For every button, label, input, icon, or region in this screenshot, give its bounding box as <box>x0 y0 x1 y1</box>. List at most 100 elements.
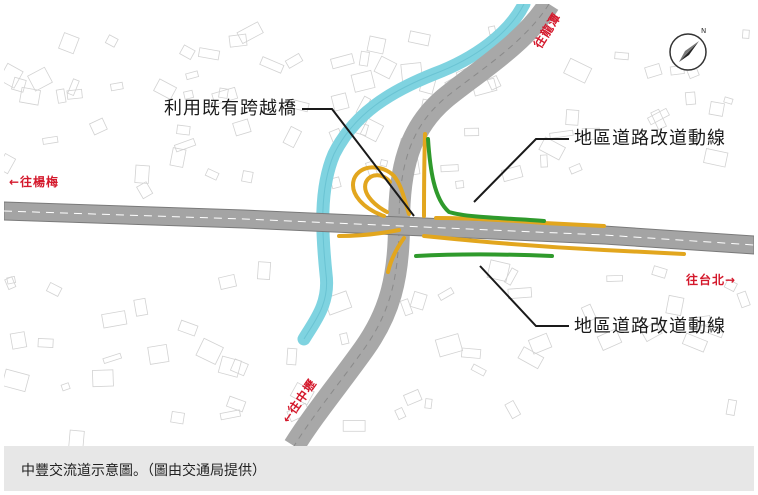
parcel-outline <box>133 297 149 317</box>
parcel-outline <box>681 332 709 353</box>
parcel-outlines <box>4 21 751 446</box>
parcel-outline <box>723 278 738 293</box>
callout-local-road-lower: 地區道路改道動線 <box>574 316 726 337</box>
map-drawing <box>4 4 754 446</box>
parcel-outline <box>153 78 178 101</box>
parcel-outline <box>42 135 59 145</box>
parcel-outline <box>173 137 197 153</box>
parcel-outline <box>394 406 407 421</box>
parcel-outline <box>229 358 249 377</box>
parcel-outline <box>289 98 310 113</box>
parcel-outline <box>486 259 511 283</box>
figure-caption: 中豐交流道示意圖。（圖由交通局提供） <box>21 463 266 479</box>
parcel-outline <box>723 96 734 105</box>
parcel-outline <box>581 127 601 141</box>
parcel-outline <box>440 164 459 173</box>
parcel-outline <box>330 53 355 70</box>
parcel-outline <box>204 168 220 181</box>
parcel-outline <box>219 409 242 421</box>
parcel-outline <box>464 127 480 137</box>
parcel-outline <box>342 420 366 432</box>
parcel-outline <box>136 181 154 200</box>
parcel-outline <box>409 290 428 311</box>
parcel-outline <box>580 303 597 323</box>
direction-west-label: ←往楊梅 <box>9 175 60 189</box>
parcel-outline <box>407 30 431 47</box>
parcel-outline <box>195 337 224 365</box>
parcel-outline <box>651 265 668 279</box>
parcel-outline <box>373 55 398 80</box>
parcel-outline <box>60 382 71 392</box>
parcel-outline <box>197 47 221 61</box>
parcel-outline <box>55 88 67 104</box>
parcel-outline <box>684 91 697 106</box>
parcel-outline <box>644 63 663 79</box>
freeway-main-line <box>4 201 754 255</box>
parcel-outline <box>517 346 545 370</box>
parcel-outline <box>350 69 376 93</box>
parcel-outline <box>259 56 285 74</box>
parcel-outline <box>656 319 665 331</box>
parcel-outline <box>217 355 242 378</box>
parcel-outline <box>179 44 196 61</box>
parcel-outline <box>66 88 83 100</box>
parcel-outline <box>563 57 593 84</box>
parcel-outline <box>185 70 200 81</box>
parcel-outline <box>699 324 724 339</box>
parcel-outline <box>4 62 24 89</box>
parcel-outline <box>4 368 30 393</box>
parcel-outline <box>539 154 548 168</box>
parcel-outline <box>665 294 685 317</box>
parcel-outline <box>500 165 524 183</box>
parcel-outline <box>27 66 53 92</box>
parcel-outline <box>742 29 750 39</box>
parcel-outline <box>236 21 264 45</box>
parcel-outline <box>379 159 389 168</box>
parcel-outline <box>650 108 667 131</box>
callout-existing-bridge: 利用既有跨越橋 <box>164 98 297 119</box>
parcel-outline <box>549 129 574 139</box>
compass-n-label: N <box>701 27 707 35</box>
parcel-outline <box>565 109 580 126</box>
parcel-outline <box>241 170 254 184</box>
parcel-outline <box>183 89 195 100</box>
parcel-outline <box>91 369 114 388</box>
parcel-outline <box>256 261 272 281</box>
north-arrow-icon <box>669 33 707 71</box>
parcel-outline <box>9 331 28 350</box>
parcel-outline <box>691 315 712 328</box>
parcel-outline <box>147 344 170 365</box>
parcel-outline <box>4 152 17 175</box>
parcel-outline <box>646 107 670 126</box>
parcel-outline <box>170 410 186 425</box>
parcel-outline <box>460 347 482 359</box>
parcel-outline <box>225 395 247 413</box>
parcel-outline <box>6 275 17 285</box>
parcel-outline <box>402 388 423 407</box>
parcel-outline <box>725 398 738 416</box>
parcel-outline <box>68 429 85 446</box>
parcel-outline <box>45 281 63 298</box>
parcel-outline <box>358 50 370 67</box>
local-road-realignment <box>414 137 554 258</box>
parcel-outline <box>218 87 229 99</box>
parcel-outline <box>228 33 248 48</box>
parcel-outline <box>218 273 238 290</box>
parcel-outline <box>211 86 239 106</box>
parcel-outline <box>736 290 751 309</box>
parcel-outline <box>330 92 350 112</box>
parcel-outline <box>527 332 553 355</box>
parcel-outline <box>10 76 27 93</box>
parcel-outline <box>703 148 729 168</box>
parcel-outline <box>399 298 414 317</box>
parcel-outline <box>109 81 124 92</box>
parcel-outline <box>507 287 533 300</box>
parcel-outline <box>504 399 522 420</box>
parcel-outline <box>424 398 433 410</box>
parcel-outline <box>640 321 663 343</box>
parcel-outline <box>289 381 315 406</box>
interchange-map: 利用既有跨越橋 地區道路改道動線 地區道路改道動線 ←往楊梅 往台北→ 往龍潭 … <box>4 4 754 446</box>
parcel-outline <box>284 52 304 69</box>
parcel-outline <box>437 287 455 302</box>
parcel-outline <box>470 363 487 377</box>
